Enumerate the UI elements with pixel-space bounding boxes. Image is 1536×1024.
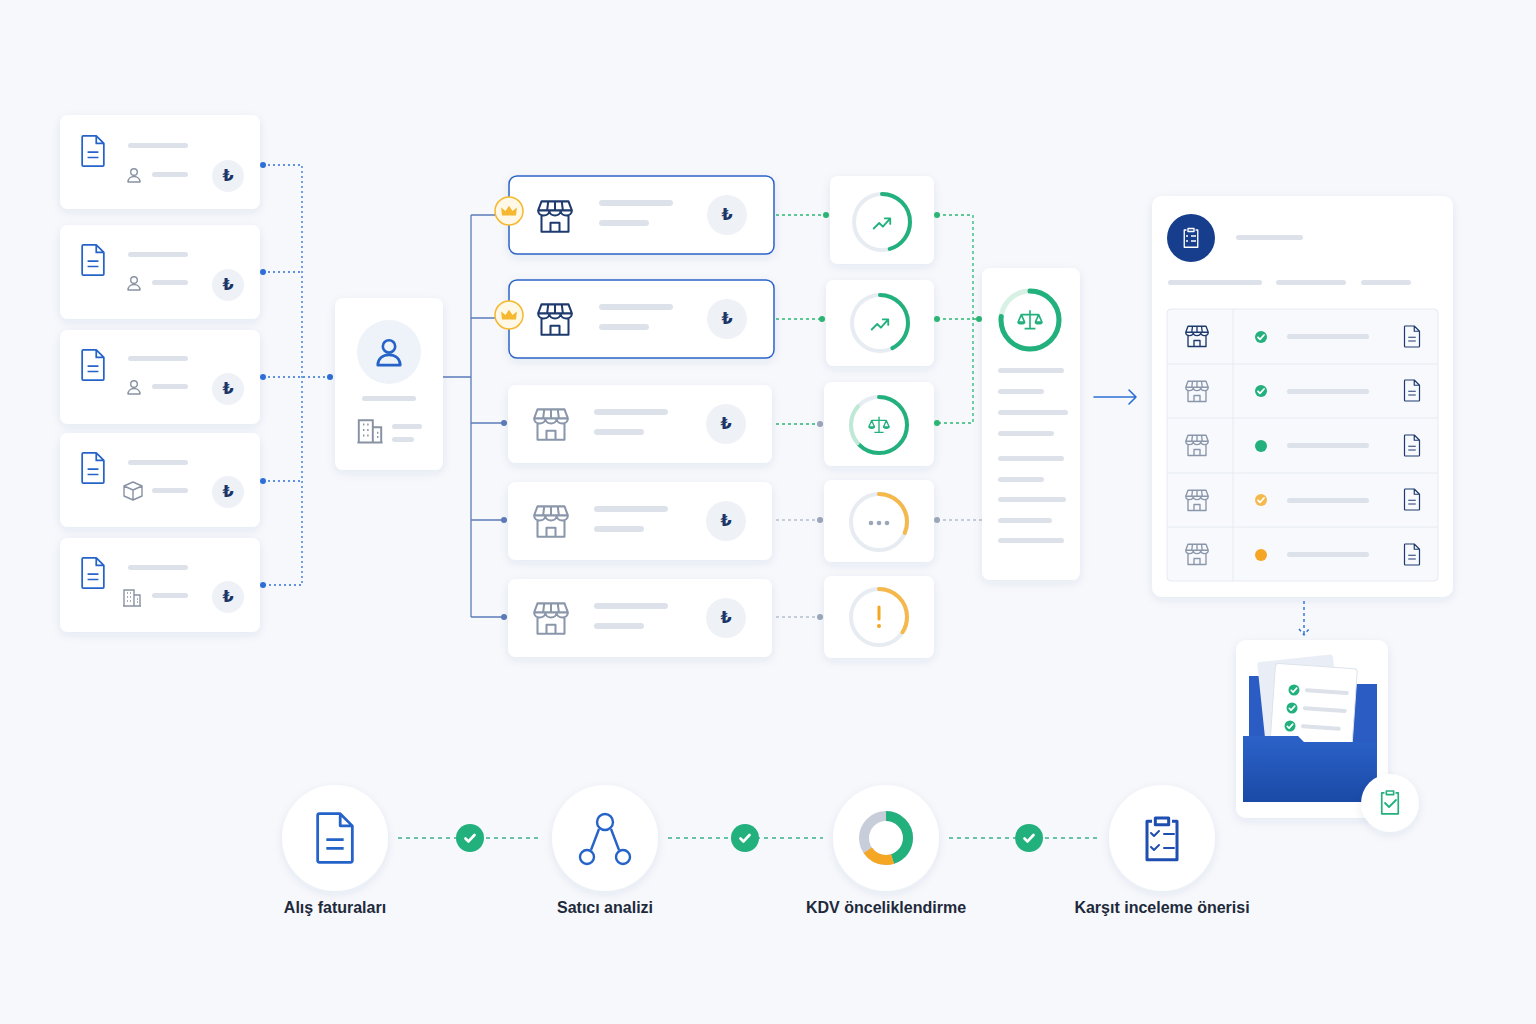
step-label: Alış faturaları xyxy=(284,899,386,917)
currency-symbol: ₺ xyxy=(222,277,233,293)
currency-symbol: ₺ xyxy=(720,416,731,432)
currency-symbol: ₺ xyxy=(720,513,731,529)
currency-symbol: ₺ xyxy=(721,207,732,223)
step-label: Karşıt inceleme önerisi xyxy=(1074,899,1249,917)
currency-symbol: ₺ xyxy=(222,381,233,397)
step-label: KDV önceliklendirme xyxy=(806,899,966,917)
process-step: Satıcı analizi xyxy=(552,785,658,891)
currency-symbol: ₺ xyxy=(222,484,233,500)
process-step: Alış faturaları xyxy=(282,785,388,891)
process-step: KDV önceliklendirme xyxy=(833,785,939,891)
process-step: Karşıt inceleme önerisi xyxy=(1109,785,1215,891)
currency-symbol: ₺ xyxy=(721,311,732,327)
currency-symbol: ₺ xyxy=(222,168,233,184)
currency-symbol: ₺ xyxy=(222,589,233,605)
currency-symbol: ₺ xyxy=(720,610,731,626)
step-label: Satıcı analizi xyxy=(557,899,653,917)
